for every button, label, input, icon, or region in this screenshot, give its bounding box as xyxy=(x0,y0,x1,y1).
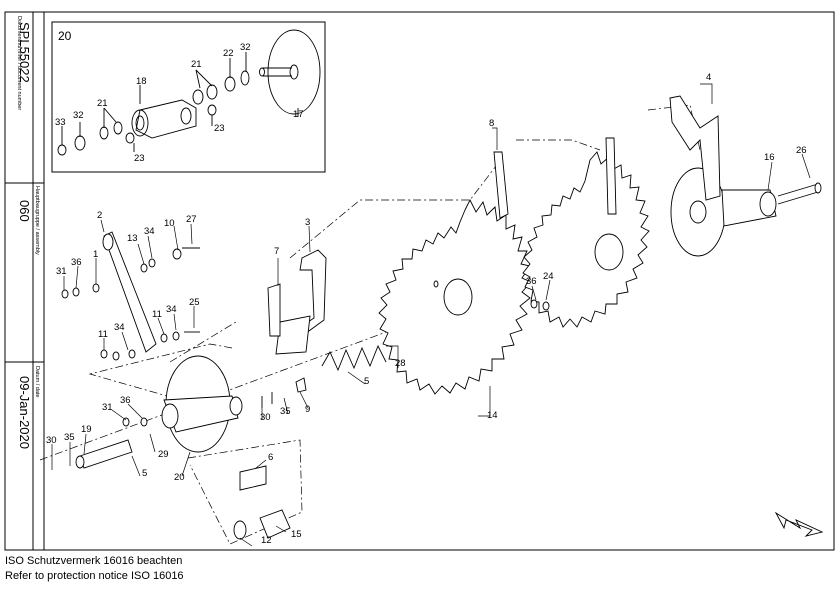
callout-14: 14 xyxy=(487,410,498,421)
callout-18: 18 xyxy=(136,76,147,87)
date: 09-Jan-2020 xyxy=(17,376,32,449)
callout-11-right: 11 xyxy=(152,309,162,320)
assembly-caption: Hauptbaugruppe / assembly xyxy=(34,186,40,255)
callout-36-upper: 36 xyxy=(71,257,82,268)
callout-15: 15 xyxy=(291,529,302,540)
callout-34-upper: 34 xyxy=(144,226,155,237)
callout-4: 4 xyxy=(706,72,711,83)
callout-32-inset-left: 32 xyxy=(73,110,84,121)
callout-30-right: 30 xyxy=(260,412,271,423)
callout-23-inset-right: 23 xyxy=(214,123,225,134)
direction-arrow-icon xyxy=(774,511,824,537)
callout-27: 27 xyxy=(186,214,197,225)
callout-21-inset-left: 21 xyxy=(97,98,108,109)
assembly-lines xyxy=(39,104,701,545)
callout-23-inset-left: 23 xyxy=(134,153,145,164)
callout-7: 7 xyxy=(274,246,279,257)
callout-5-lower: 5 xyxy=(142,468,147,479)
callout-3: 3 xyxy=(305,217,310,228)
callout-31-lower: 31 xyxy=(102,402,113,413)
callout-34-lower: 34 xyxy=(114,322,125,333)
doc-number: SPL55022 xyxy=(17,22,32,83)
callout-6: 6 xyxy=(268,452,273,463)
main-parts xyxy=(61,95,822,540)
callout-16: 16 xyxy=(764,152,775,163)
callout-35-left: 35 xyxy=(64,432,75,443)
callout-19: 19 xyxy=(81,424,92,435)
callout-1: 1 xyxy=(93,249,98,260)
callout-36-lower: 36 xyxy=(120,395,131,406)
inset-title: 20 xyxy=(58,29,72,43)
callout-22: 22 xyxy=(223,48,234,59)
callout-33: 33 xyxy=(55,117,66,128)
date-caption: Datum / date xyxy=(34,366,40,398)
inset-detail-box: 20 xyxy=(51,21,326,173)
callout-30-left: 30 xyxy=(46,435,57,446)
callout-35-right: 35 xyxy=(280,406,291,417)
callout-34-right: 34 xyxy=(166,304,177,315)
callout-26: 26 xyxy=(796,145,807,156)
callout-36-right: 36 xyxy=(526,276,537,287)
callout-17: 17 xyxy=(293,109,304,120)
saw-blade-right xyxy=(522,151,650,328)
callout-leaders xyxy=(51,83,811,547)
callout-28: 28 xyxy=(395,358,406,369)
callout-31-upper: 31 xyxy=(56,266,67,277)
callout-9: 9 xyxy=(305,404,310,415)
callout-11-left: 11 xyxy=(98,329,108,340)
callout-21-inset-right: 21 xyxy=(191,59,202,70)
callout-32-inset-right: 32 xyxy=(240,42,251,53)
callout-2: 2 xyxy=(97,210,102,221)
callout-labels: 1 2 3 4 5 5 6 7 8 9 10 11 11 12 13 14 15… xyxy=(46,72,807,546)
callout-12: 12 xyxy=(261,535,272,546)
callout-25: 25 xyxy=(189,297,200,308)
callout-20: 20 xyxy=(174,472,185,483)
callout-8: 8 xyxy=(489,118,494,129)
callout-13: 13 xyxy=(127,233,138,244)
protection-notice-en: Refer to protection notice ISO 16016 xyxy=(5,570,184,582)
protection-notice-de: ISO Schutzvermerk 16016 beachten xyxy=(5,555,183,567)
frame xyxy=(4,11,835,551)
callout-10: 10 xyxy=(164,218,175,229)
callout-5-spring: 5 xyxy=(364,376,369,387)
assembly-number: 060 xyxy=(17,200,32,222)
callout-29: 29 xyxy=(158,449,169,460)
callout-24: 24 xyxy=(543,271,554,282)
